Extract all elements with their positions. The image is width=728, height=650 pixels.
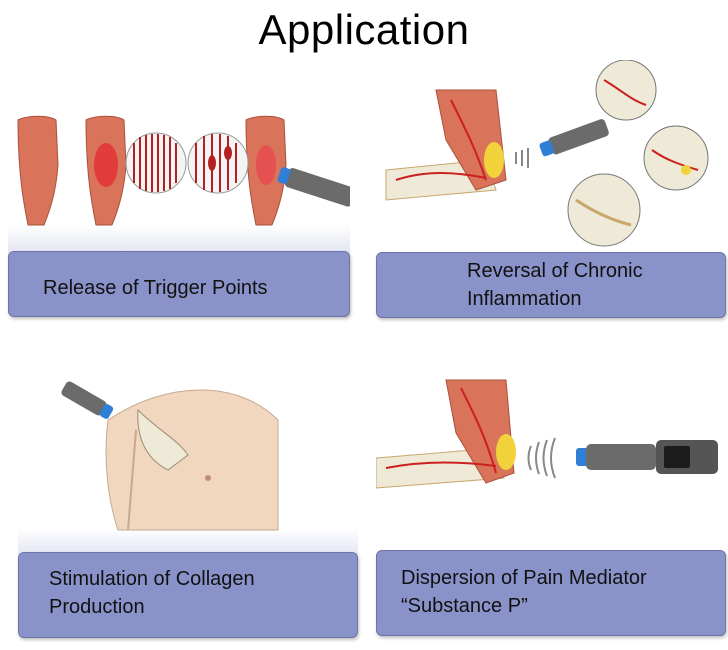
trigger-points-illustration — [17, 115, 350, 226]
caption-box: Release of Trigger Points — [8, 251, 350, 317]
page-title: Application — [258, 6, 470, 53]
shoulder-illustration — [61, 381, 279, 531]
caption-text: Stimulation of Collagen Production — [49, 568, 255, 618]
panel-chronic-inflammation: Reversal of Chronic Inflammation — [376, 60, 726, 318]
panel-trigger-points: Release of Trigger Points — [8, 95, 350, 317]
caption-text: Release of Trigger Points — [43, 277, 268, 299]
caption-text: Dispersion of Pain Mediator “Substance P… — [401, 567, 647, 617]
caption-box: Reversal of Chronic Inflammation — [376, 252, 726, 318]
caption-box: Stimulation of Collagen Production — [18, 552, 358, 638]
elbow-probe-illustration — [376, 379, 718, 489]
elbow-inflammation-illustration — [385, 60, 709, 247]
caption-text: Reversal of Chronic Inflammation — [467, 260, 643, 310]
panel-collagen: Stimulation of Collagen Production — [18, 360, 358, 638]
panel-substance-p: Dispersion of Pain Mediator “Substance P… — [376, 378, 726, 636]
caption-box: Dispersion of Pain Mediator “Substance P… — [376, 550, 726, 636]
